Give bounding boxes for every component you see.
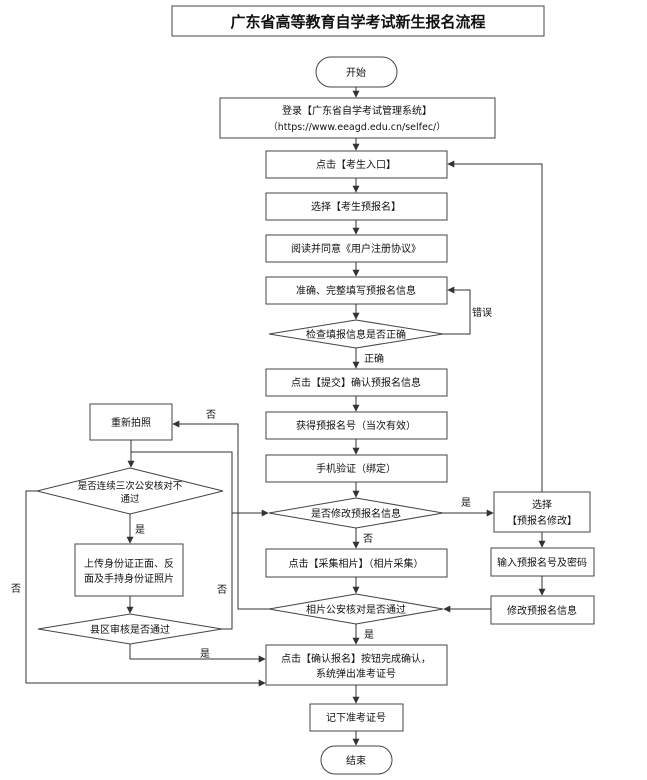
connector-retake-to-modify: [130, 440, 269, 517]
connector-photo-no: [172, 420, 269, 610]
label-correct: 正确: [364, 352, 384, 365]
select-modify-label-2: 【预报名修改】: [507, 514, 577, 527]
page-title: 广东省高等教育自学考试新生报名流程: [230, 13, 485, 31]
label-photo-no: 否: [206, 409, 216, 421]
modify-info-label: 修改预报名信息: [507, 604, 577, 617]
label-modify-no: 否: [363, 533, 373, 545]
check-info-label: 检查填报信息是否正确: [306, 328, 406, 341]
collect-photo-step: [265, 548, 448, 578]
photo-check-label: 相片公安核对是否通过: [306, 603, 406, 616]
title-box: [171, 5, 545, 37]
connector-county-yes: [129, 644, 266, 663]
select-prereg-label: 选择【考生预报名】: [311, 200, 401, 213]
county-review-label: 县区审核是否通过: [90, 623, 170, 636]
confirm-label-2: 系统弹出准考证号: [316, 667, 396, 680]
login-step: [219, 97, 496, 139]
get-number-label: 获得预报名号（当次有效）: [296, 419, 416, 432]
phone-verify-label: 手机验证（绑定）: [316, 462, 396, 475]
label-three-fail-yes: 是: [135, 524, 145, 536]
record-ticket-step: [309, 703, 404, 732]
label-photo-yes: 是: [364, 629, 374, 641]
modify-label: 是否修改预报名信息: [311, 507, 401, 520]
end-label: 结束: [346, 754, 366, 767]
upload-label-2: 面及手持身份证照片: [84, 572, 174, 585]
login-label-1: 登录【广东省自学考试管理系统】: [282, 104, 432, 117]
collect-photo-label: 点击【采集相片】（相片采集）: [289, 557, 424, 570]
confirm-step: [265, 644, 448, 686]
submit-step: [265, 368, 448, 397]
read-agree-label: 阅读并同意《用户注册协议》: [291, 242, 421, 255]
label-county-yes: 是: [200, 648, 210, 660]
connector-back-to-entry: [447, 160, 543, 492]
upload-step: [74, 543, 184, 597]
retake-label: 重新拍照: [111, 416, 151, 429]
submit-label: 点击【提交】确认预报名信息: [291, 376, 421, 389]
three-fail-label-1: 是否连续三次公安核对不: [78, 480, 183, 492]
end-terminal: [320, 745, 393, 775]
label-three-fail-no: 否: [11, 583, 21, 595]
upload-label-1: 上传身份证正面、反: [84, 557, 174, 570]
confirm-label-1: 点击【确认报名】按钮完成确认，: [281, 652, 431, 665]
get-number-step: [265, 411, 448, 440]
input-pw-label: 输入预报名号及密码: [497, 556, 587, 569]
click-entry-label: 点击【考生入口】: [316, 158, 396, 171]
label-error: 错误: [472, 306, 492, 319]
label-modify-yes: 是: [461, 497, 471, 509]
login-label-2: （https://www.eeagd.edu.cn/selfec/）: [268, 121, 446, 133]
select-modify-label-1: 选择: [532, 498, 552, 511]
three-fail-label-2: 通过: [120, 493, 140, 505]
connector-county-no: [222, 513, 233, 630]
start-label: 开始: [346, 66, 366, 79]
connector-error-loop: [443, 286, 471, 335]
connector-three-fail-no: [25, 490, 266, 687]
click-entry-step: [265, 150, 448, 179]
record-ticket-label: 记下准考证号: [326, 712, 386, 724]
select-modify-step: [493, 491, 591, 533]
modify-info-step: [490, 595, 595, 625]
fill-info-label: 准确、完整填写预报名信息: [296, 284, 416, 297]
label-county-no: 否: [217, 584, 227, 596]
